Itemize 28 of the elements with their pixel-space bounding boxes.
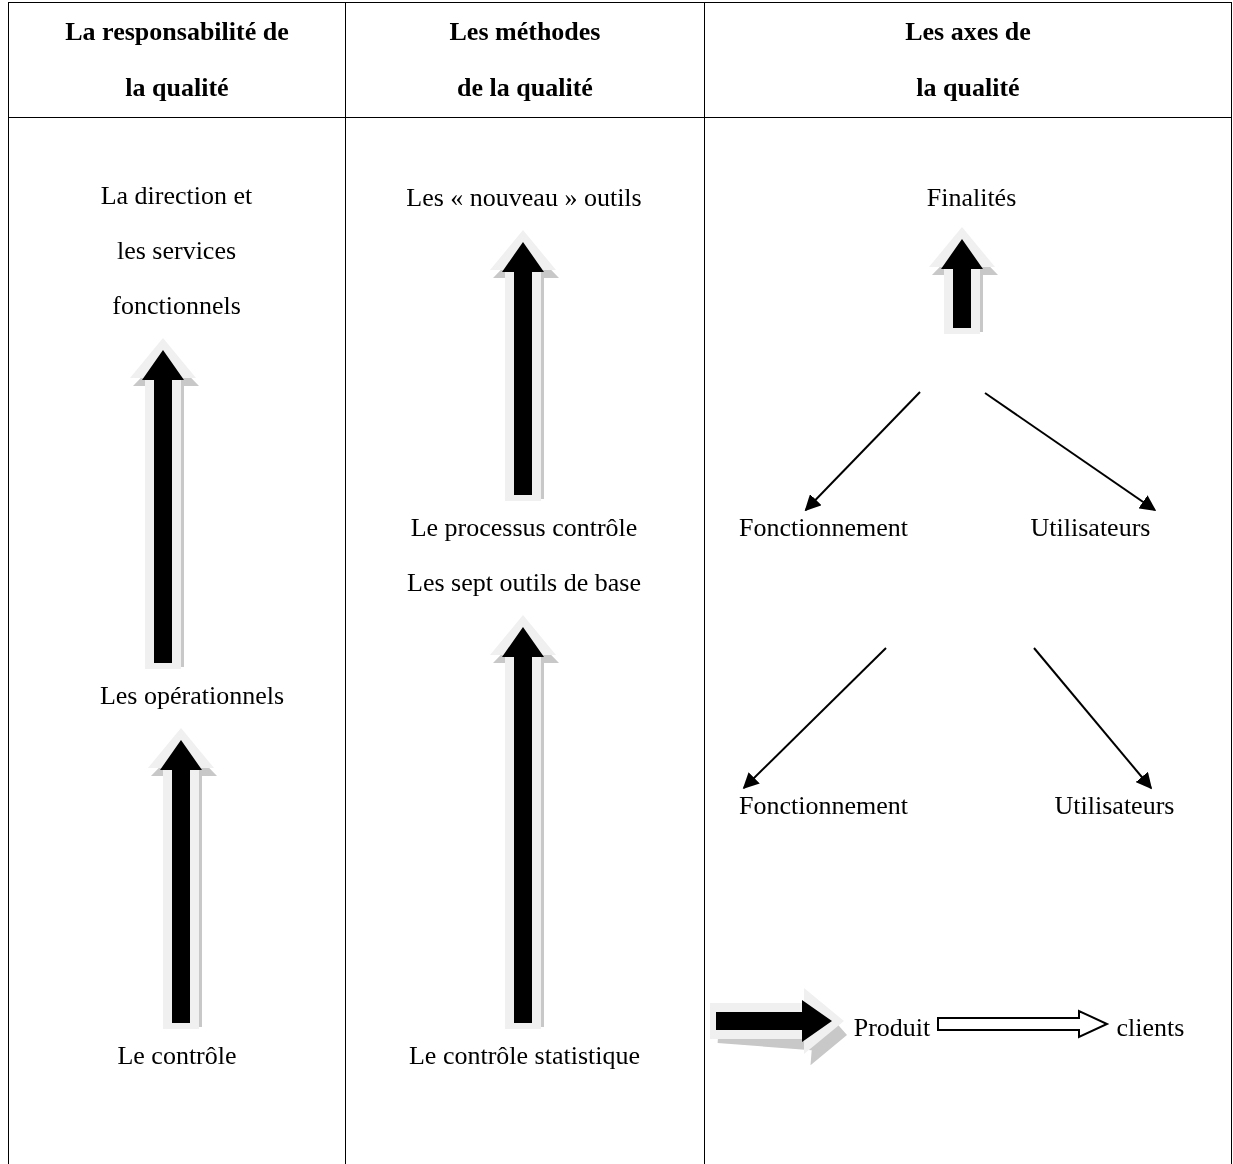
node-text: Le processus contrôle xyxy=(410,512,638,544)
node-text: Les « nouveau » outils xyxy=(406,182,642,214)
arrow xyxy=(742,647,887,790)
block-arrow xyxy=(490,230,559,501)
block-arrow xyxy=(929,227,998,334)
node-text: Fonctionnement xyxy=(739,790,908,822)
node-text: Le contrôle xyxy=(117,1040,237,1072)
block-arrow xyxy=(490,615,559,1029)
node-text: Les sept outils de base xyxy=(407,567,641,599)
outline-arrow xyxy=(937,1009,1110,1039)
node-text: Fonctionnement xyxy=(739,512,908,544)
node-text: Produit xyxy=(853,1012,931,1044)
node-text: Finalités xyxy=(926,182,1017,214)
arrow xyxy=(984,392,1157,511)
block-arrow xyxy=(130,338,199,669)
column-header: Les axes de la qualité xyxy=(704,2,1232,118)
node-text: clients xyxy=(1116,1012,1185,1044)
node-text: Utilisateurs xyxy=(1054,790,1175,822)
block-arrow xyxy=(710,988,847,1066)
column-header: Les méthodes de la qualité xyxy=(345,2,704,118)
node-text: Les opérationnels xyxy=(99,680,285,712)
arrow xyxy=(1033,647,1153,790)
column-header: La responsabilité de la qualité xyxy=(8,2,345,118)
block-arrow xyxy=(148,728,217,1029)
node-text: Utilisateurs xyxy=(1030,512,1151,544)
node-text: Le contrôle statistique xyxy=(408,1040,640,1072)
node-text: La direction et les services fonctionnels xyxy=(99,180,254,322)
arrow xyxy=(804,391,921,512)
